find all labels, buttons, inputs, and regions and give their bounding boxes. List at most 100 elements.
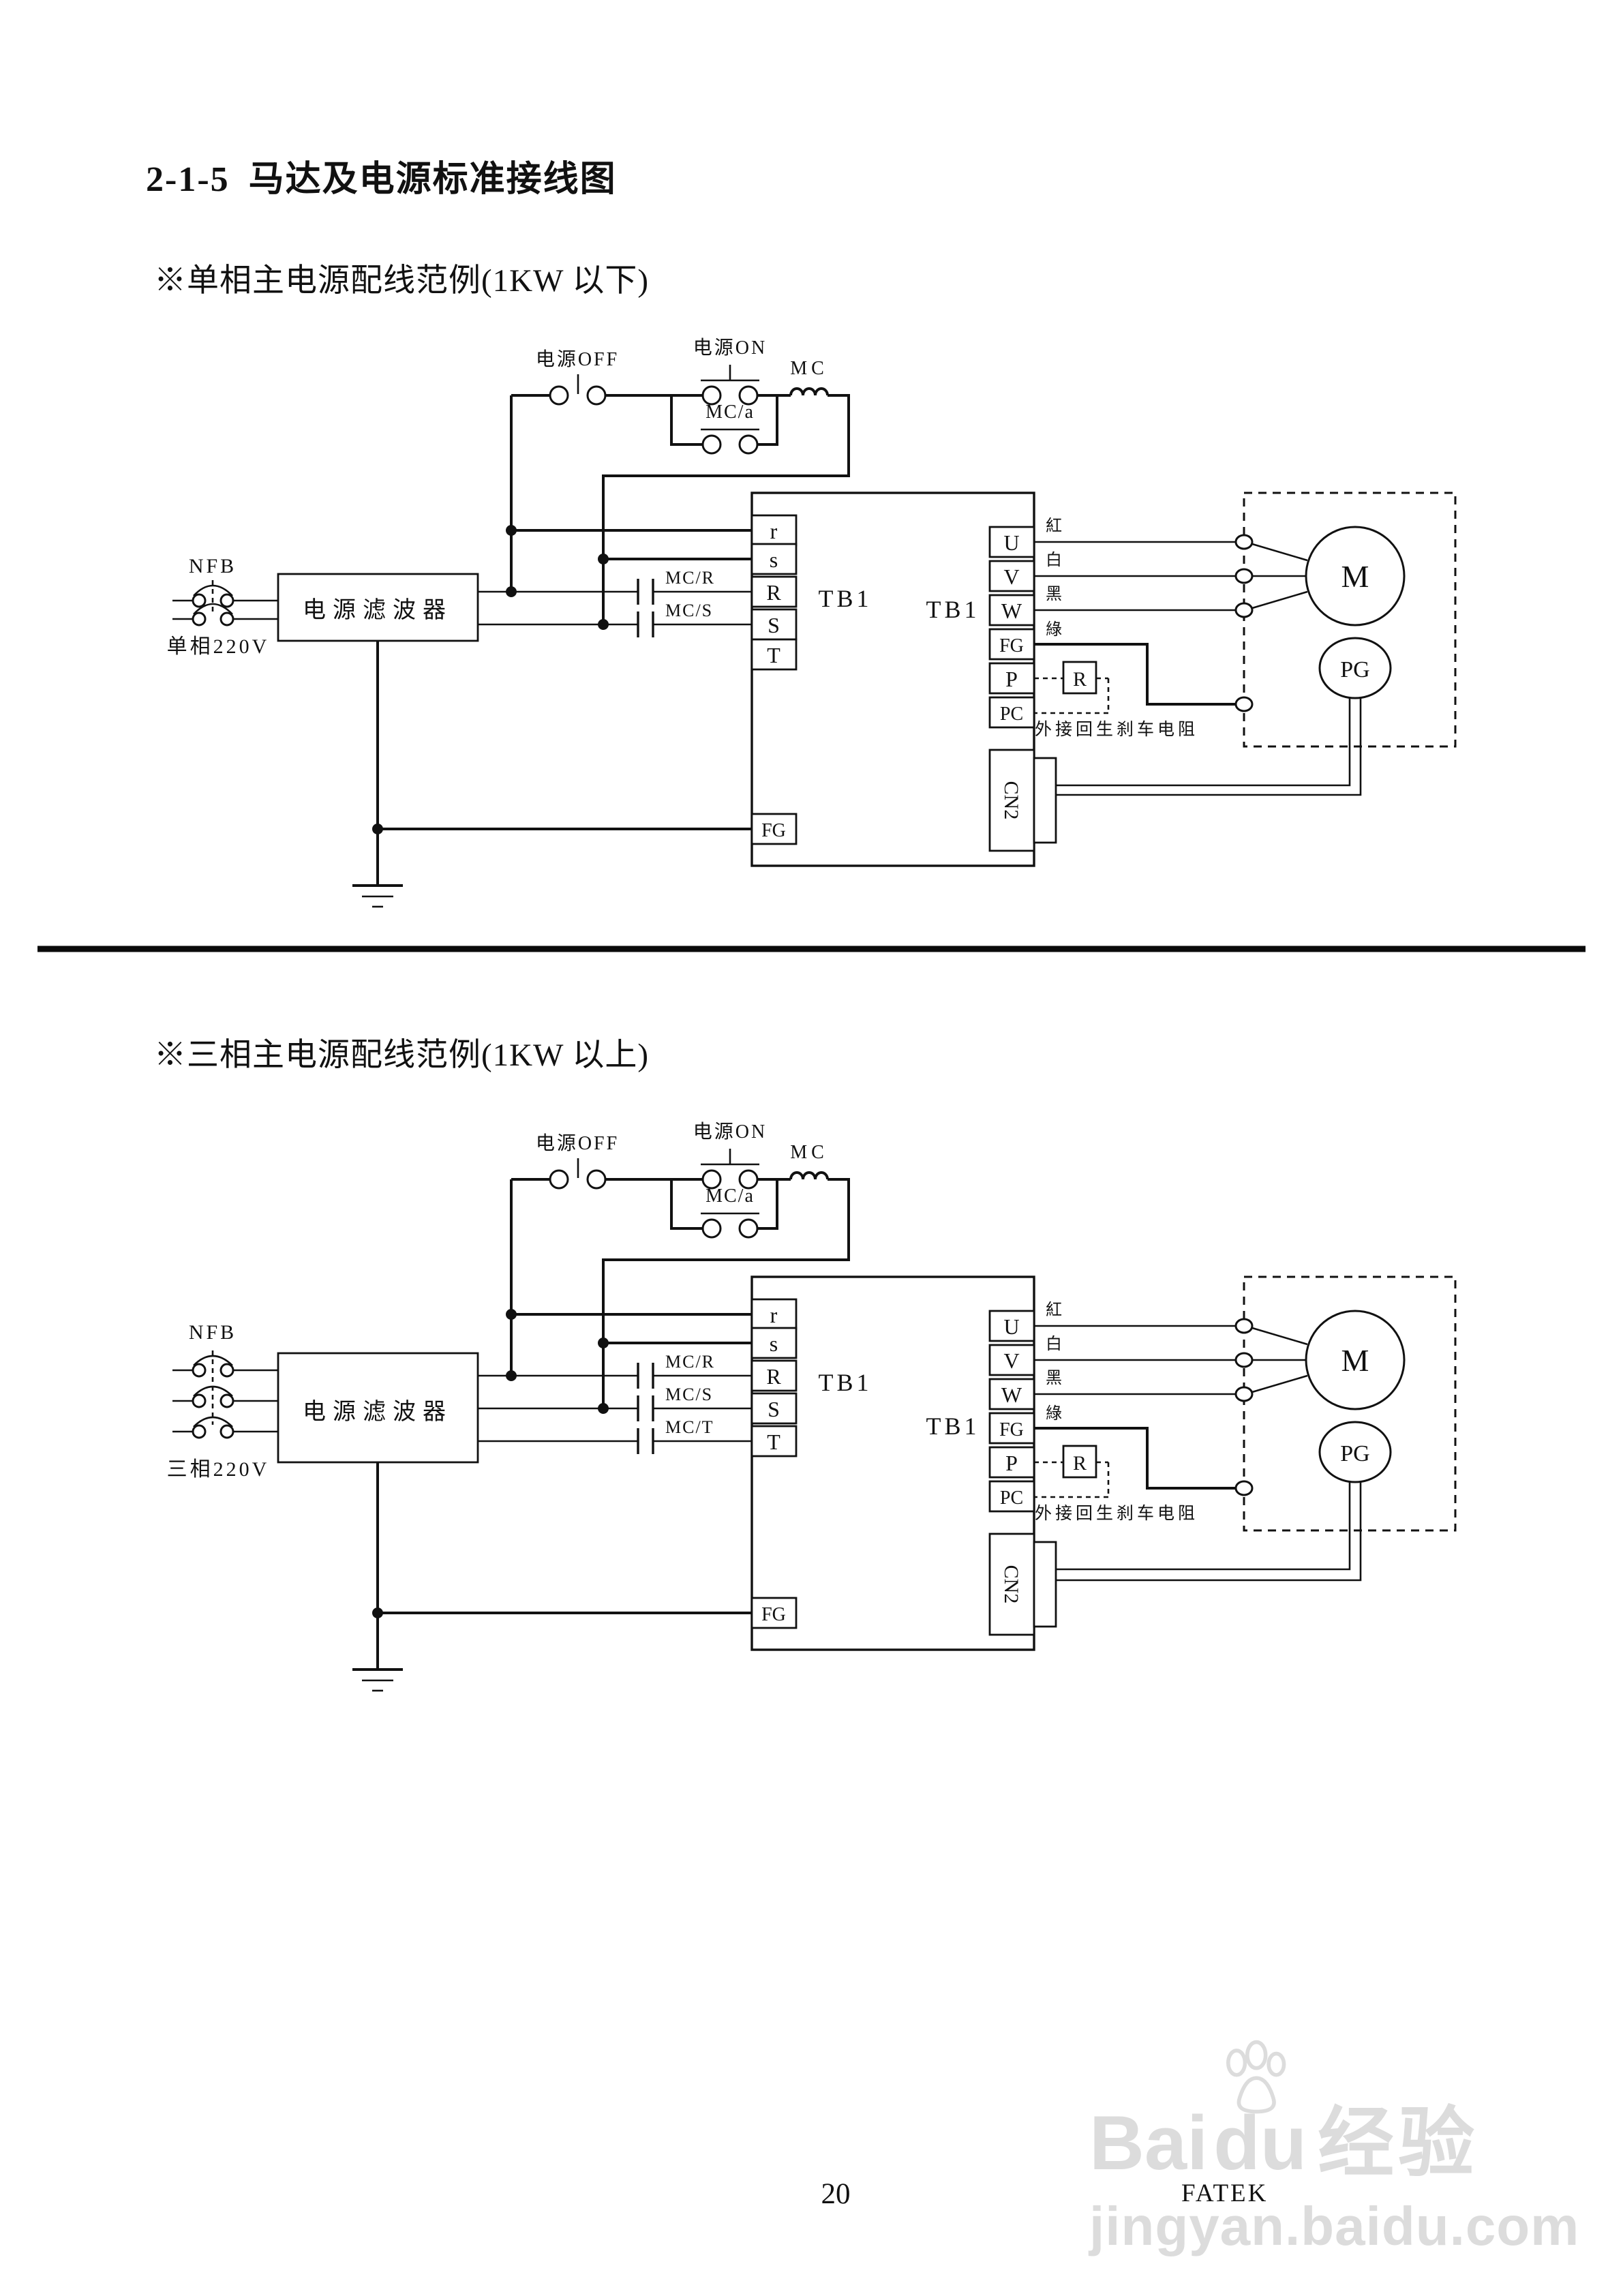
power-filter-label-2: 电源滤波器 — [303, 1399, 453, 1425]
mc-coil-label: MC — [790, 358, 828, 379]
terminal-r: r — [770, 519, 778, 543]
motor-label: M — [1341, 559, 1369, 594]
mc-holding-label-2: MC/a — [706, 1185, 755, 1207]
wire-green-label: 綠 — [1046, 620, 1062, 639]
mc-r-contact-label-2: MC/R — [665, 1352, 715, 1372]
terminal-v: V — [1003, 564, 1019, 589]
encoder-cable-2 — [1056, 1482, 1362, 1582]
terminal-u-2: U — [1003, 1314, 1019, 1339]
wire-white-label-2: 白 — [1046, 1335, 1062, 1353]
mc-s-contact-label-2: MC/S — [665, 1385, 713, 1404]
page-number: 20 — [821, 2178, 851, 2210]
phase-line-t-2: MC/T — [478, 1417, 752, 1454]
brake-resistor: R 外接回生刹车电阻 — [1034, 661, 1198, 739]
power-filter: 电源滤波器 — [277, 573, 479, 642]
watermark-logo: Bai du 经验 — [1089, 2040, 1621, 2181]
power-on-label-2: 电源ON — [693, 1121, 767, 1143]
brand-fatek: FATEK — [1181, 2179, 1269, 2207]
wire-white-label: 白 — [1046, 551, 1062, 569]
baidu-paw-icon — [1226, 2040, 1286, 2114]
power-filter-label: 电源滤波器 — [303, 597, 453, 623]
diagram-single-phase: 电源OFF 电源ON MC/a MC — [167, 337, 1457, 908]
motor-enclosure: M PG — [1234, 492, 1457, 748]
watermark-url: jingyan.baidu.com — [1089, 2196, 1580, 2256]
subtitle-single-phase: ※单相主电源配线范例(1KW 以下) — [154, 263, 650, 299]
section-title: 马达及电源标准接线图 — [248, 160, 617, 199]
nfb-breaker-2: NFB 三相220V — [167, 1321, 278, 1481]
watermark-jingyan: 经验 — [1318, 2100, 1479, 2186]
wire-red-label: 紅 — [1046, 517, 1062, 535]
terminal-T: T — [767, 643, 780, 667]
motor-label-2: M — [1341, 1343, 1369, 1378]
subtitle-three-phase: ※三相主电源配线范例(1KW 以上) — [154, 1038, 650, 1073]
phase-line-s-2: MC/S — [478, 1385, 752, 1421]
mc-coil-label-2: MC — [790, 1142, 828, 1163]
terminal-p: P — [1005, 667, 1018, 691]
tb1-left-label: TB1 — [818, 585, 872, 612]
power-on-switch: 电源ON — [693, 337, 765, 406]
mc-holding-label: MC/a — [706, 402, 755, 423]
terminal-S-2: S — [768, 1397, 780, 1421]
brake-note-2: 外接回生刹车电阻 — [1035, 1504, 1198, 1523]
source-label: 单相220V — [167, 635, 270, 658]
source-label-2: 三相220V — [167, 1458, 270, 1481]
wire-red-label-2: 紅 — [1046, 1301, 1062, 1319]
tb1-right-label-2: TB1 — [926, 1413, 980, 1440]
nfb-label: NFB — [189, 555, 237, 577]
phase-line-r-2: MC/R — [478, 1352, 752, 1389]
terminal-w-2: W — [1001, 1383, 1022, 1407]
phase-line-s: MC/S — [478, 601, 752, 637]
mc-t-contact-label-2: MC/T — [665, 1417, 714, 1437]
junction-dots-2 — [372, 1309, 609, 1618]
motor-enclosure-2: M PG — [1234, 1275, 1457, 1532]
power-off-switch-2: 电源OFF — [536, 1132, 619, 1190]
cn2-label-2: CN2 — [1000, 1565, 1022, 1604]
wire-black-label: 黑 — [1046, 586, 1062, 603]
terminal-v-2: V — [1003, 1348, 1019, 1373]
nfb-breaker: NFB 单相220V — [167, 555, 278, 658]
phase-line-r: MC/R — [478, 568, 752, 605]
watermark-bai: Bai — [1089, 2100, 1209, 2186]
terminal-s-2: s — [770, 1331, 778, 1356]
cn2-label: CN2 — [1000, 781, 1022, 820]
motor-wiring-2: 紅 白 黑 綠 — [1034, 1301, 1236, 1490]
watermark-baidu-jingyan: Bai du 经验 jingyan.baidu.com — [1089, 2040, 1621, 2258]
mc-holding-contact-2: MC/a — [701, 1185, 759, 1239]
tb1-right-label: TB1 — [926, 596, 980, 623]
watermark-du: du — [1213, 2100, 1307, 2186]
ground-branch — [352, 641, 752, 908]
mc-r-contact-label: MC/R — [665, 568, 715, 588]
page-title: 2-1-5 马达及电源标准接线图 — [146, 150, 617, 201]
tb1-left-label-2: TB1 — [818, 1369, 872, 1396]
servo-drive-box: r s R S T TB1 FG U V W FG P PC TB1 — [750, 492, 1057, 867]
wire-green-label-2: 綠 — [1046, 1404, 1062, 1423]
encoder-label-2: PG — [1340, 1441, 1369, 1466]
resistor-label-2: R — [1073, 1452, 1087, 1475]
power-filter-2: 电源滤波器 — [277, 1352, 479, 1464]
section-number: 2-1-5 — [146, 160, 230, 199]
servo-drive-box-2: r s R S T TB1 FG U V W FG P PC TB1 CN2 — [750, 1275, 1057, 1651]
brake-resistor-2: R 外接回生刹车电阻 — [1034, 1445, 1198, 1523]
terminal-fg-left: FG — [761, 820, 786, 841]
mc-coil-2: MC — [789, 1142, 829, 1180]
mc-coil: MC — [789, 358, 829, 396]
terminal-fg-right: FG — [999, 635, 1024, 656]
power-on-switch-2: 电源ON — [693, 1121, 767, 1190]
power-off-label-2: 电源OFF — [536, 1132, 619, 1154]
brake-note: 外接回生刹车电阻 — [1035, 720, 1198, 739]
terminal-fg-left-2: FG — [761, 1604, 786, 1625]
terminal-r-2: r — [770, 1303, 778, 1327]
terminal-pc-2: PC — [1000, 1487, 1023, 1509]
wire-black-label-2: 黑 — [1046, 1370, 1062, 1387]
nfb-label-2: NFB — [189, 1321, 237, 1344]
encoder-label: PG — [1340, 657, 1369, 682]
terminal-R: R — [766, 580, 781, 605]
terminal-pc: PC — [1000, 704, 1023, 725]
terminal-u: U — [1003, 530, 1019, 555]
terminal-fg-right-2: FG — [999, 1419, 1024, 1440]
terminal-s: s — [770, 547, 778, 572]
control-circuit-wires-2 — [510, 1178, 850, 1408]
ground-branch-2 — [352, 1462, 752, 1692]
